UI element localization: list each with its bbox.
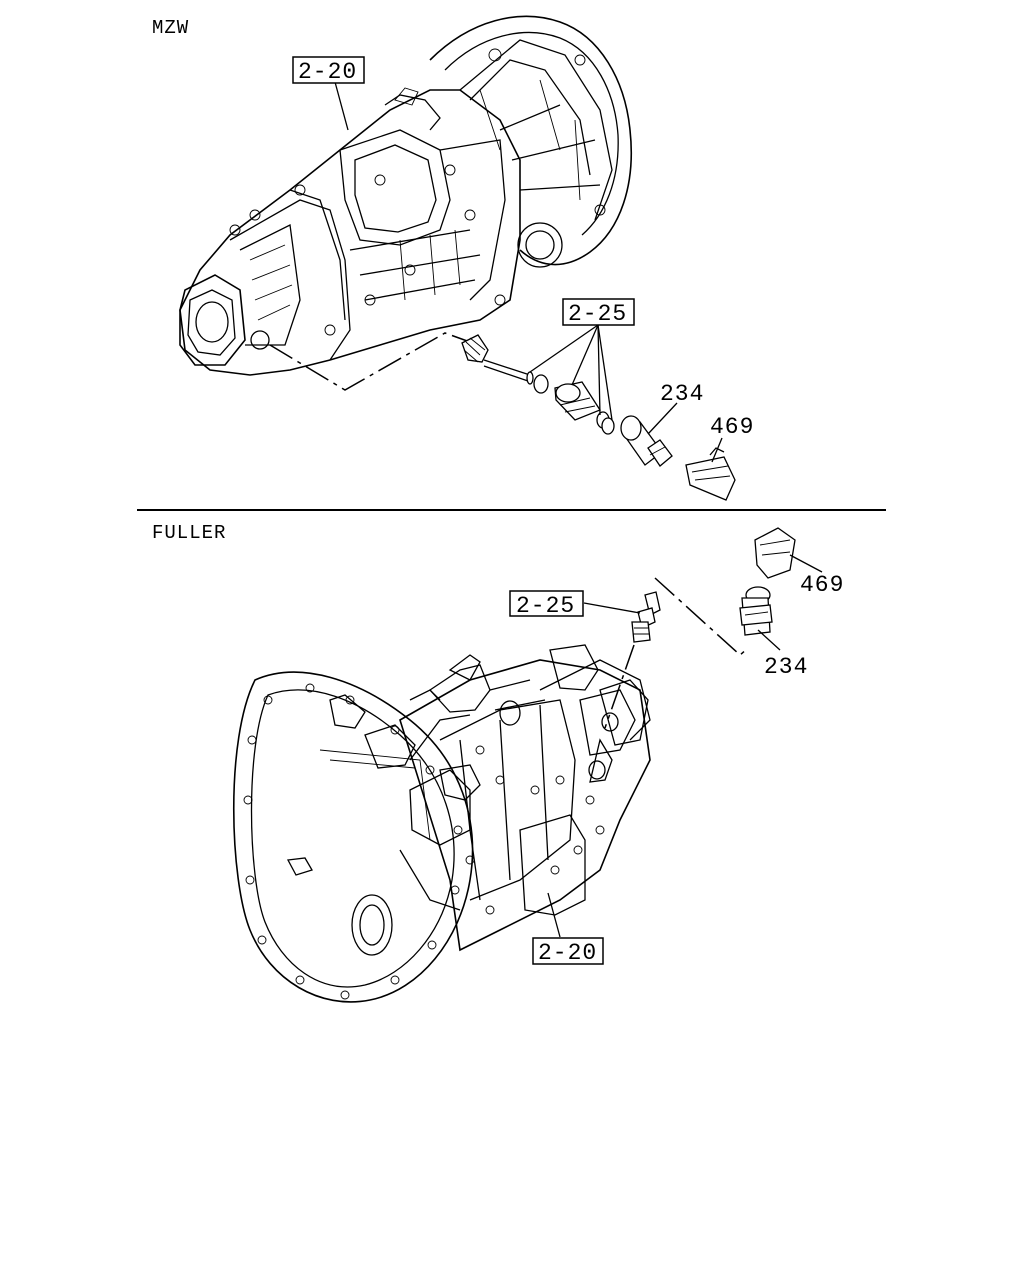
fuller-dashed-leader-sensor	[654, 577, 749, 657]
mzw-ref-label-2-20: 2-20	[298, 59, 357, 85]
fuller-part-469-clip[interactable]	[754, 527, 796, 579]
mzw-part-234-sensor[interactable]	[620, 415, 673, 467]
fuller-ref-label-2-20: 2-20	[538, 940, 597, 966]
mzw-part-number-469[interactable]: 469	[710, 414, 754, 440]
mzw-section-title: MZW	[152, 17, 189, 39]
fuller-speed-sensor	[631, 591, 661, 643]
fuller-ref-box-2-25[interactable]: 2-25	[509, 590, 584, 619]
mzw-transmission-drawing	[179, 15, 633, 376]
mzw-2-25-leaders	[529, 324, 613, 421]
fuller-ref-box-2-20[interactable]: 2-20	[532, 937, 604, 966]
mzw-ref-box-2-25[interactable]: 2-25	[562, 298, 635, 327]
fuller-469-leader	[789, 554, 823, 573]
fuller-part-234-sensor[interactable]	[739, 586, 773, 636]
mzw-speed-sensor-gear	[461, 334, 534, 385]
mzw-section: MZW	[152, 15, 754, 501]
mzw-sensor-sleeve	[554, 381, 601, 421]
mzw-2-20-leader	[334, 81, 349, 131]
fuller-ref-label-2-25: 2-25	[516, 593, 575, 619]
mzw-dashed-leader	[269, 332, 471, 391]
mzw-part-469-clip[interactable]	[685, 447, 736, 501]
mzw-ref-box-2-20[interactable]: 2-20	[292, 56, 365, 85]
fuller-section: FULLER	[152, 522, 844, 1003]
mzw-o-ring	[533, 374, 549, 394]
fuller-dashed-leader-case	[604, 644, 635, 729]
fuller-234-leader	[757, 629, 781, 651]
mzw-part-number-234[interactable]: 234	[660, 381, 704, 407]
fuller-2-20-leader	[547, 892, 561, 938]
fuller-2-25-leader	[583, 602, 641, 614]
mzw-ref-label-2-25: 2-25	[568, 301, 627, 327]
fuller-section-title: FULLER	[152, 522, 226, 544]
fuller-part-number-469[interactable]: 469	[800, 572, 844, 598]
mzw-small-seal-2	[601, 417, 615, 435]
fuller-part-number-234[interactable]: 234	[764, 654, 808, 680]
mzw-469-leader	[711, 437, 723, 463]
mzw-234-leader	[647, 402, 678, 435]
fuller-transmission-drawing	[233, 644, 651, 1003]
